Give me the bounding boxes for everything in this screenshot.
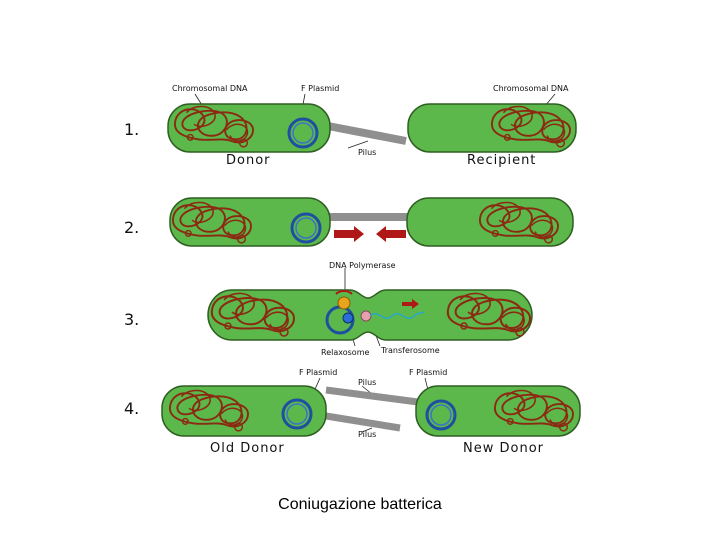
arrow-right-icon (402, 299, 419, 309)
leader-line (361, 427, 373, 433)
recipient-label: Recipient (467, 153, 536, 168)
donor-cell (167, 103, 331, 153)
old-donor-label: Old Donor (210, 441, 285, 456)
leader-line (347, 140, 369, 149)
step-2 (169, 197, 574, 247)
pilus (327, 122, 407, 145)
dna-polymerase-label: DNA Polymerase (329, 261, 396, 270)
pilus-label-top: Pilus (358, 378, 376, 387)
arrow-right-icon (334, 226, 364, 242)
recipient-cell (406, 197, 574, 247)
step-number-3: 3. (124, 310, 139, 329)
arrow-left-icon (376, 226, 406, 242)
transferosome-label: Transferosome (380, 346, 440, 355)
chromosomal-dna-label-left: Chromosomal DNA (172, 84, 248, 93)
transferosome-enzyme (360, 310, 372, 322)
f-plasmid-label: F Plasmid (301, 84, 339, 93)
step-3: DNA Polymerase Relaxosome Transferosome (207, 261, 533, 357)
relaxosome-label: Relaxosome (321, 348, 369, 357)
f-plasmid-label-left: F Plasmid (299, 368, 337, 377)
transferred-dna-strand (369, 311, 425, 319)
chromosomal-dna-label-right: Chromosomal DNA (493, 84, 569, 93)
step-number-1: 1. (124, 120, 139, 139)
step-4: F Plasmid Pilus F Plasmid Pilus Old Dono… (161, 368, 581, 456)
pilus (325, 412, 401, 432)
pilus (325, 386, 419, 406)
arrow-icon (335, 290, 353, 295)
pilus (328, 213, 412, 221)
donor-label: Donor (226, 153, 271, 168)
step-number-2: 2. (124, 218, 139, 237)
step-1: Chromosomal DNA F Plasmid Chromosomal DN… (167, 84, 577, 168)
f-plasmid-label-right: F Plasmid (409, 368, 447, 377)
dna-polymerase-enzyme (337, 296, 351, 310)
pilus-label: Pilus (358, 148, 376, 157)
new-donor-label: New Donor (463, 441, 544, 456)
pilus-label-bottom: Pilus (358, 430, 376, 439)
caption: Coniugazione batterica (278, 496, 442, 513)
relaxosome-enzyme (342, 312, 354, 324)
step-number-4: 4. (124, 399, 139, 418)
